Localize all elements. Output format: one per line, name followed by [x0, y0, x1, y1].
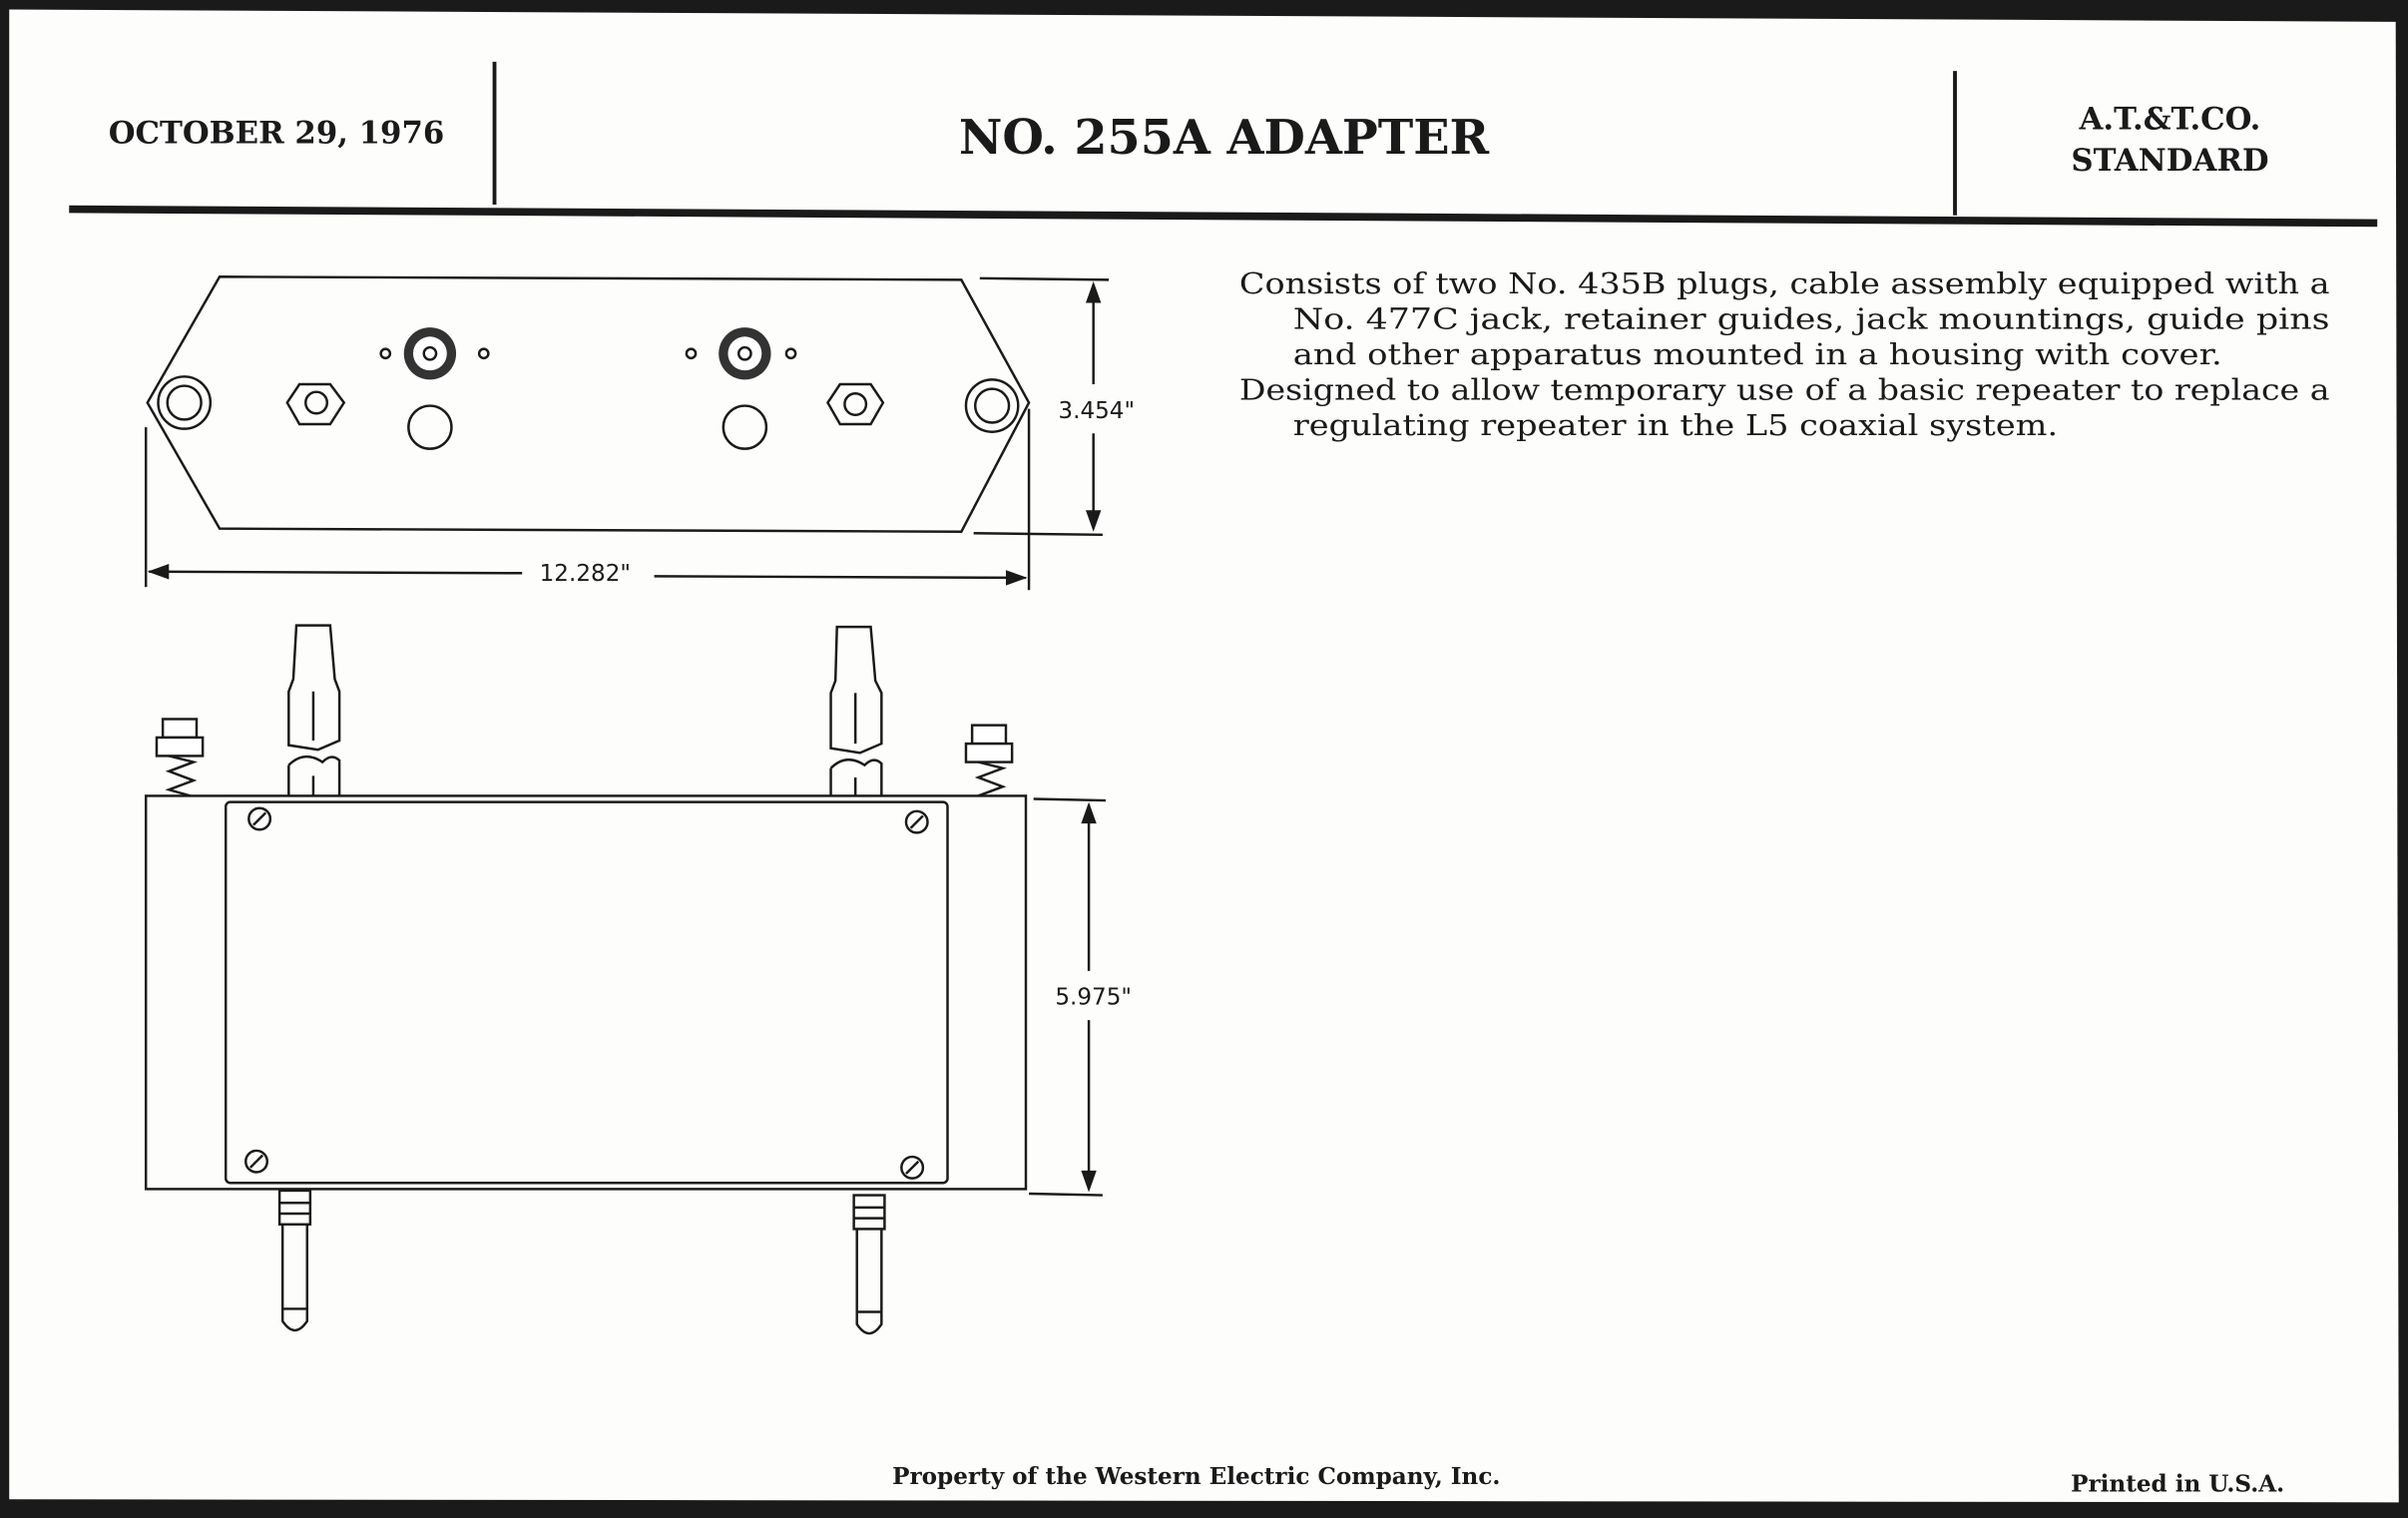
description-line: and other apparatus mounted in a housing…	[1293, 337, 2222, 371]
description-line: No. 477C jack, retainer guides, jack mou…	[1293, 302, 2330, 336]
guide-hole-icon	[407, 404, 453, 450]
plug-icon	[852, 1194, 886, 1335]
standard-line2: STANDARD	[2071, 143, 2268, 179]
mounting-hole-icon	[157, 375, 213, 430]
hex-nut-icon	[285, 382, 346, 426]
description: Consists of two No. 435B plugs, cable as…	[1239, 266, 2330, 442]
bolt-icon	[155, 718, 205, 797]
screw-icon	[243, 1149, 269, 1174]
page-title: NO. 255A ADAPTER	[959, 110, 1490, 166]
top-view-drawing: 3.454" 12.282"	[144, 275, 1135, 591]
date: OCTOBER 29, 1976	[109, 115, 445, 151]
guide-pin-icon	[287, 624, 341, 796]
dimension-top-height: 3.454"	[1058, 398, 1135, 424]
screw-icon	[904, 809, 929, 834]
description-line: Consists of two No. 435B plugs, cable as…	[1239, 266, 2330, 300]
screw-icon	[247, 806, 272, 831]
description-line: regulating repeater in the L5 coaxial sy…	[1293, 408, 2058, 442]
paper	[9, 9, 2399, 1503]
guide-hole-icon	[722, 404, 768, 450]
standard-line1: A.T.&T.CO.	[2079, 102, 2261, 138]
footer-printed: Printed in U.S.A.	[2071, 1471, 2284, 1498]
bolt-icon	[964, 724, 1014, 797]
screw-icon	[900, 1155, 925, 1180]
dimension-front-height: 5.975"	[1055, 985, 1132, 1011]
plug-icon	[277, 1189, 312, 1332]
jack-connector-icon	[685, 327, 797, 380]
description-line: Designed to allow temporary use of a bas…	[1239, 372, 2330, 406]
front-view-drawing: 5.975"	[144, 624, 1132, 1335]
hex-nut-icon	[826, 382, 885, 426]
dimension-width: 12.282"	[540, 561, 631, 587]
mounting-hole-icon	[964, 378, 1020, 433]
jack-connector-icon	[379, 327, 490, 380]
guide-pin-icon	[829, 625, 883, 796]
header-rule	[69, 205, 2378, 228]
footer-property: Property of the Western Electric Company…	[892, 1463, 1500, 1490]
